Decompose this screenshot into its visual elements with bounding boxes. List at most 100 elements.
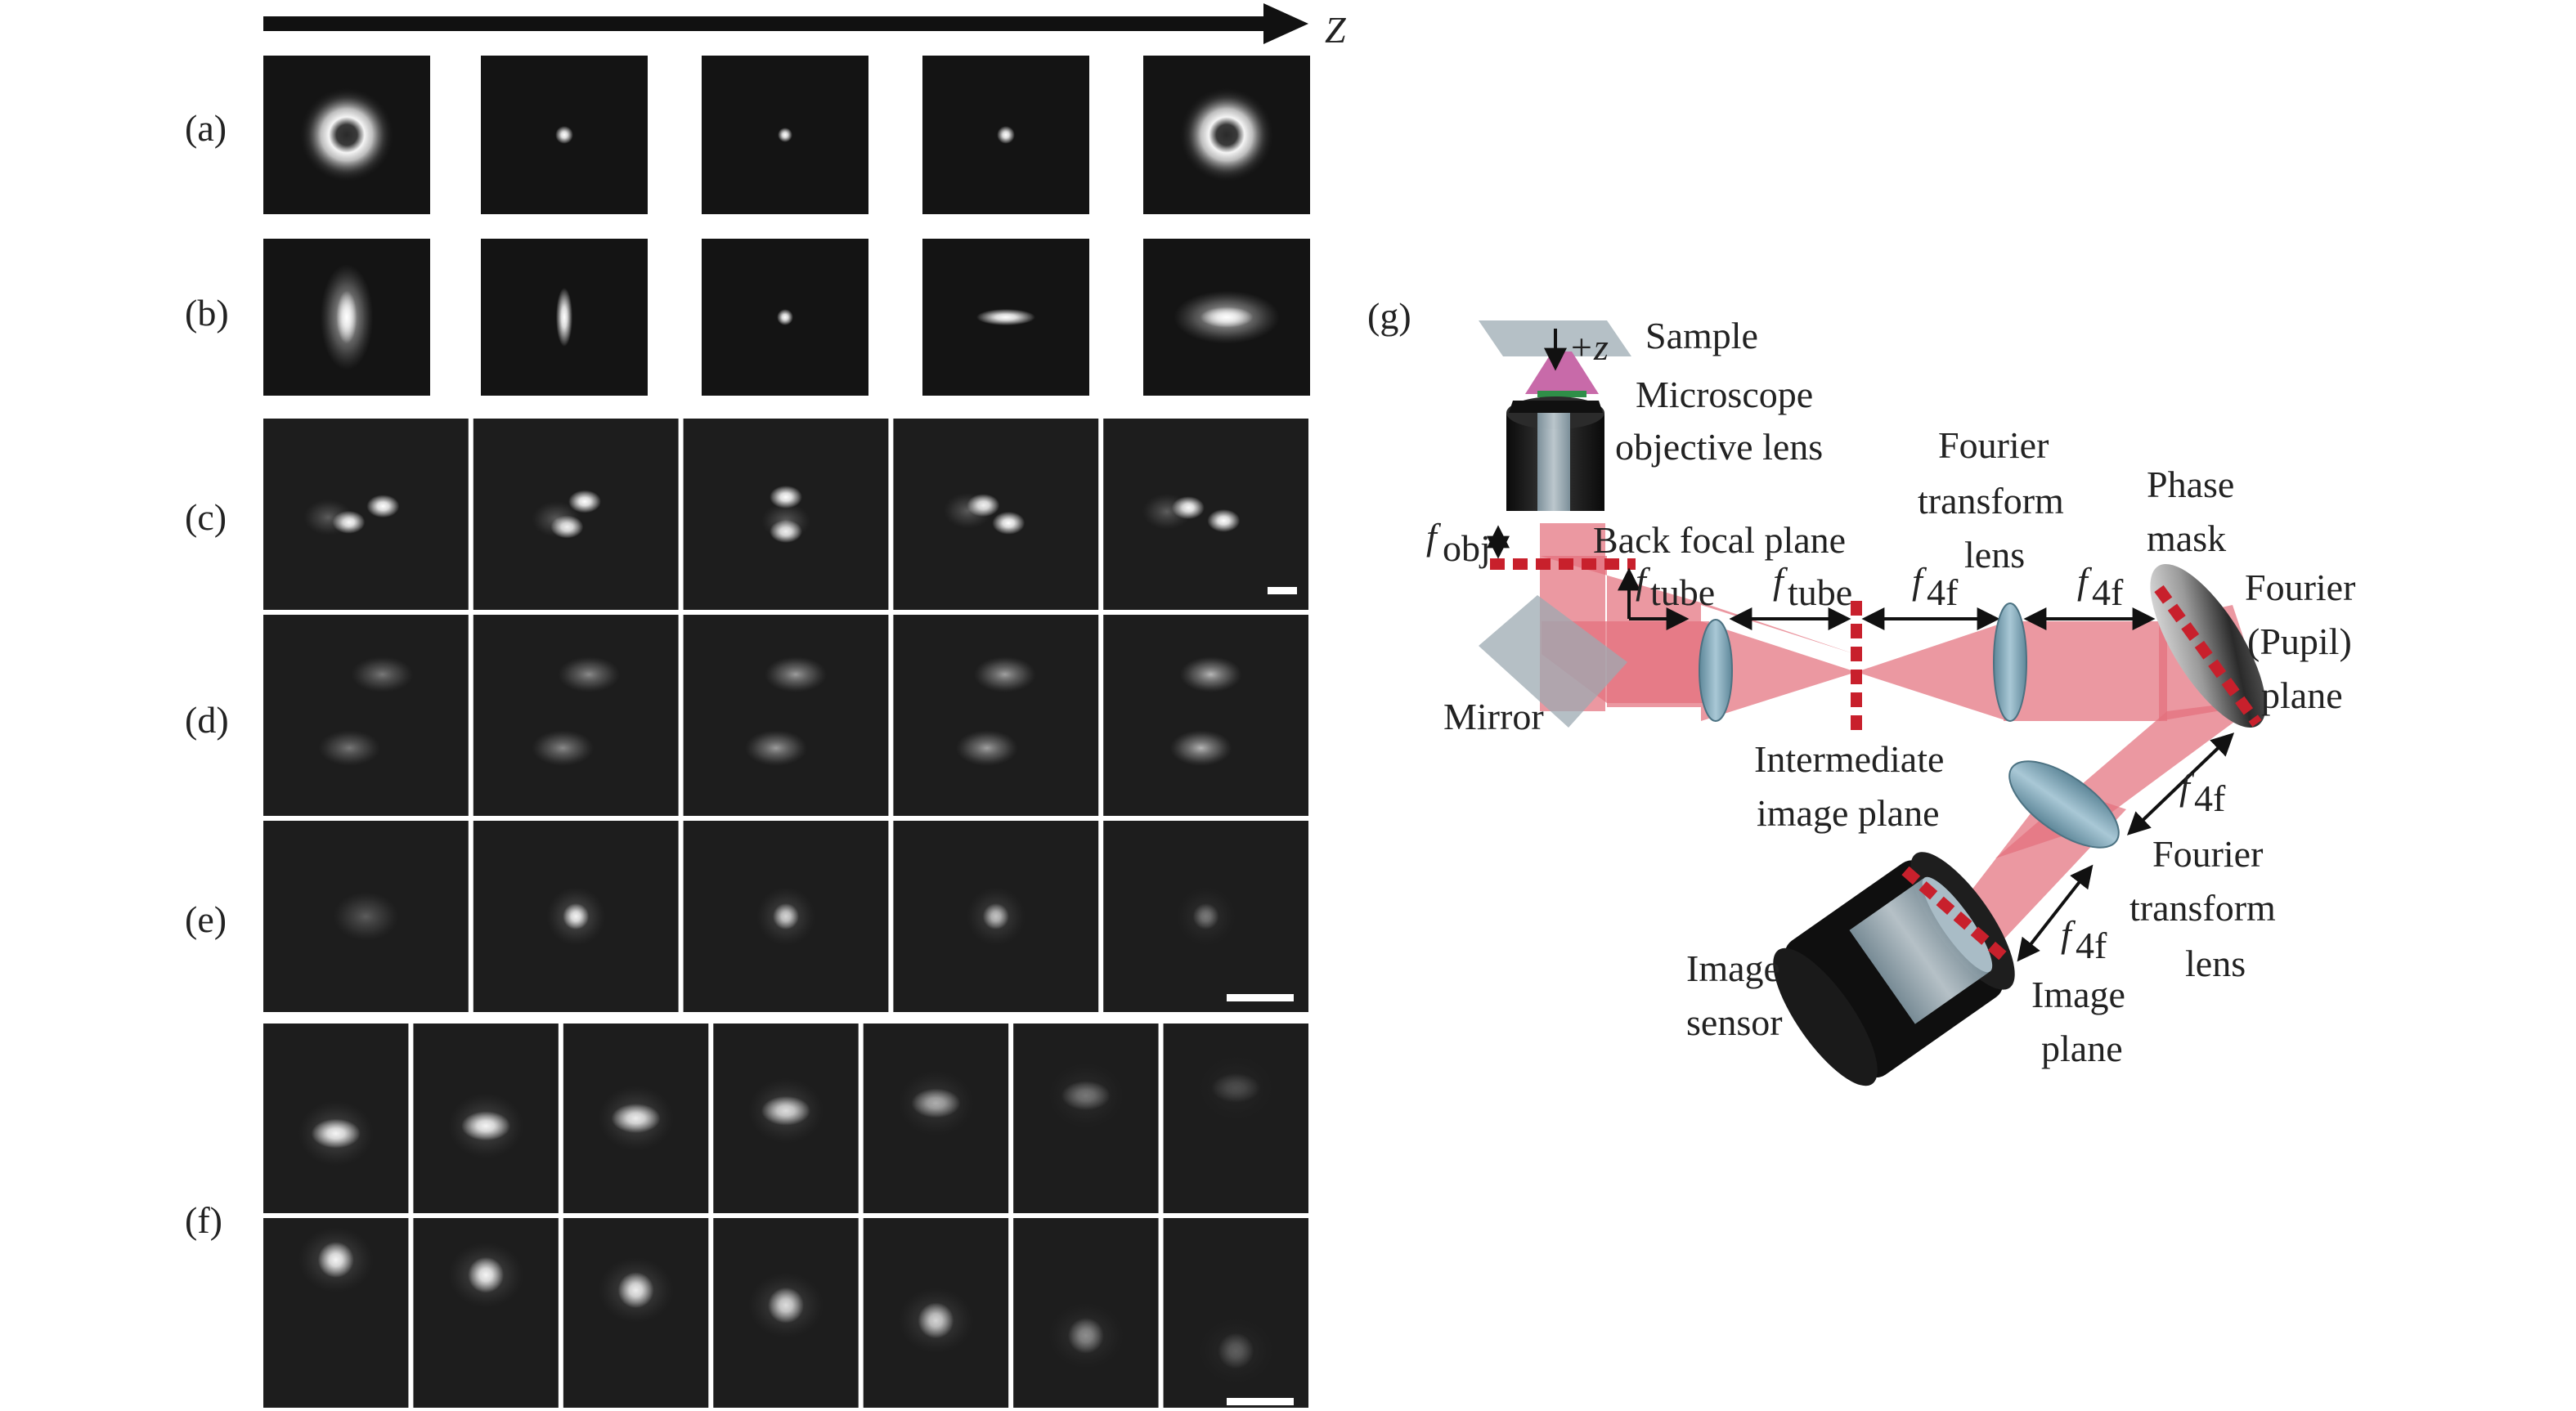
f-obj-label: f obj <box>1426 516 1491 569</box>
plus-z-label: +z <box>1568 326 1609 368</box>
psf-panel <box>473 821 679 1012</box>
psf-panel <box>922 56 1089 214</box>
svg-text:tube: tube <box>1788 571 1852 613</box>
psf-panel <box>713 1218 859 1408</box>
scale-bar <box>1227 994 1294 1001</box>
fourier-lens-top <box>1993 602 2027 722</box>
fourier-plane-line1: Fourier <box>2245 567 2355 608</box>
svg-text:4f: 4f <box>2092 571 2124 613</box>
panel-label-g: (g) <box>1367 295 1411 337</box>
fourier-lens-top-line2: transform <box>1918 480 2064 522</box>
intermediate-label-line2: image plane <box>1757 792 1940 834</box>
tube-lens <box>1699 619 1733 722</box>
row-label-a: (a) <box>185 107 227 149</box>
psf-panel <box>1143 239 1310 396</box>
fourier-lens-bottom-line3: lens <box>2185 943 2246 984</box>
psf-panel <box>893 821 1099 1012</box>
psf-panel <box>473 419 679 610</box>
fourier-lens-bottom-line2: transform <box>2129 887 2276 929</box>
svg-text:f: f <box>1773 560 1788 602</box>
phase-mask-line1: Phase <box>2147 464 2234 505</box>
back-focal-plane-label: Back focal plane <box>1593 519 1846 561</box>
psf-panel <box>1163 1218 1308 1408</box>
mirror <box>1479 595 1627 728</box>
psf-panel <box>893 419 1099 610</box>
optical-setup-diagram: (g) +z <box>1367 295 2355 1086</box>
psf-panel <box>413 1218 559 1408</box>
psf-panel-grid: (a)(b)(c)(d)(e)(f) <box>185 56 1310 1408</box>
psf-panel <box>1013 1218 1159 1408</box>
row-label-b: (b) <box>185 292 229 334</box>
row-label-e: (e) <box>185 898 227 940</box>
psf-panel <box>683 821 889 1012</box>
psf-panel <box>702 239 868 396</box>
svg-text:obj: obj <box>1443 527 1491 569</box>
psf-panel <box>1103 821 1308 1012</box>
psf-panel <box>1013 1024 1159 1213</box>
objective-tip <box>1525 352 1599 394</box>
psf-panel <box>922 239 1089 396</box>
row-label-f: (f) <box>185 1199 222 1241</box>
fourier-lens-top-line3: lens <box>1964 534 2025 576</box>
svg-text:f: f <box>2061 913 2076 955</box>
image-plane-line2: plane <box>2041 1028 2123 1069</box>
psf-panel <box>713 1024 859 1213</box>
image-sensor <box>1773 852 2015 1086</box>
psf-panel <box>1143 56 1310 214</box>
psf-panel <box>413 1024 559 1213</box>
svg-text:4f: 4f <box>2076 925 2107 966</box>
psf-panel <box>481 239 648 396</box>
fourier-lens-bottom-line1: Fourier <box>2152 833 2263 875</box>
psf-panel <box>1163 1024 1308 1213</box>
fourier-plane-line2: (Pupil) <box>2247 620 2352 662</box>
mirror-label: Mirror <box>1443 696 1544 737</box>
phase-mask <box>2150 563 2266 728</box>
psf-panel <box>863 1024 1009 1213</box>
psf-panel <box>481 56 648 214</box>
f-tube-label: f tube <box>1773 560 1852 613</box>
image-sensor-line1: Image <box>1686 947 1780 989</box>
psf-panel <box>1103 419 1308 610</box>
svg-text:4f: 4f <box>1927 571 1959 613</box>
psf-panel <box>683 419 889 610</box>
psf-panel <box>563 1024 709 1213</box>
psf-panel <box>1103 615 1308 816</box>
scale-bar <box>1227 1398 1294 1405</box>
psf-panel <box>893 615 1099 816</box>
z-axis-label: Z <box>1325 9 1346 51</box>
fourier-plane-line3: plane <box>2261 674 2343 716</box>
psf-panel <box>863 1218 1009 1408</box>
psf-panel <box>473 615 679 816</box>
psf-panel <box>263 1024 409 1213</box>
image-sensor-line2: sensor <box>1686 1001 1783 1043</box>
sample-label: Sample <box>1645 315 1758 356</box>
psf-panel <box>263 821 469 1012</box>
psf-panel <box>263 239 430 396</box>
psf-panel <box>702 56 868 214</box>
psf-panel <box>263 419 469 610</box>
svg-text:f: f <box>1426 516 1442 558</box>
z-axis: Z <box>263 3 1346 51</box>
psf-panel <box>683 615 889 816</box>
psf-panel <box>263 1218 409 1408</box>
objective-lens <box>1506 396 1604 511</box>
f-4f-label-3: f 4f <box>2179 766 2226 819</box>
objective-label-line2: objective lens <box>1615 426 1823 468</box>
svg-text:4f: 4f <box>2194 777 2226 819</box>
psf-panel <box>263 56 430 214</box>
psf-panel <box>263 615 469 816</box>
intermediate-label-line1: Intermediate <box>1754 738 1944 780</box>
f-4f-label-4: f 4f <box>2061 913 2107 966</box>
fourier-lens-top-line1: Fourier <box>1938 424 2049 466</box>
svg-text:f: f <box>1912 560 1928 602</box>
svg-text:tube: tube <box>1650 571 1715 613</box>
objective-label-line1: Microscope <box>1636 374 1813 415</box>
f-4f-label-1: f 4f <box>1912 560 1959 613</box>
row-label-d: (d) <box>185 699 229 741</box>
svg-text:f: f <box>2077 560 2093 602</box>
scale-bar <box>1268 587 1297 594</box>
psf-panel <box>563 1218 709 1408</box>
image-plane-line1: Image <box>2031 974 2125 1015</box>
f-4f-label-2: f 4f <box>2077 560 2124 613</box>
